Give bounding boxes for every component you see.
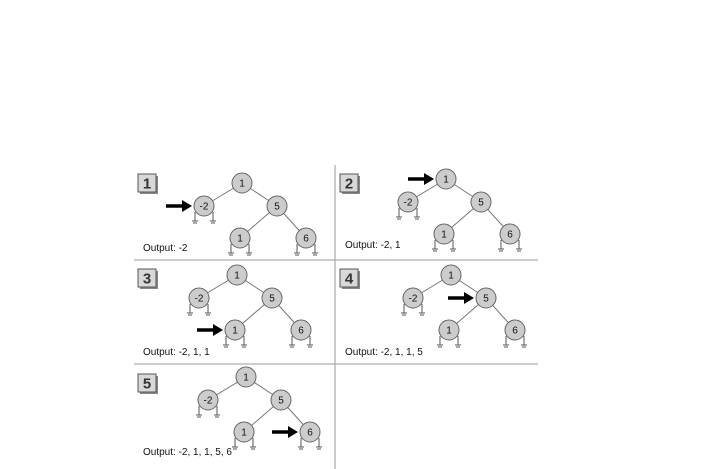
tree-node-label: 1 <box>239 179 245 190</box>
step-number-box <box>339 268 359 288</box>
tree-node-n6 <box>504 319 526 341</box>
tree-node-label: 5 <box>269 294 275 305</box>
tree-node-n5 <box>470 191 492 213</box>
tree-node-n1 <box>231 172 253 194</box>
step-number-box <box>137 173 157 193</box>
tree-node-n5 <box>266 195 288 217</box>
arrow-head <box>182 200 192 212</box>
tree-node-nm2 <box>197 389 219 411</box>
tree-node-label: 6 <box>298 326 304 337</box>
output-label: Output: -2, 1, 1 <box>143 347 210 358</box>
step-number: 2 <box>345 176 353 193</box>
output-label: Output: -2, 1, 1, 5, 6 <box>143 447 232 458</box>
arrow-head <box>213 324 223 336</box>
tree-node-label: 1 <box>446 326 452 337</box>
tree-node-n1b <box>229 227 251 249</box>
tree-node-nm2 <box>397 191 419 213</box>
tree-node-label: 1 <box>241 428 247 439</box>
tree-node-n1b <box>438 319 460 341</box>
tree-node-label: 5 <box>274 202 280 213</box>
arrow-head <box>288 426 298 438</box>
output-label: Output: -2, 1, 1, 5 <box>345 347 423 358</box>
tree-node-n1b <box>224 319 246 341</box>
tree-node-label: -2 <box>195 294 204 305</box>
tree-node-n6 <box>499 223 521 245</box>
tree-node-label: 5 <box>478 198 484 209</box>
tree-node-n5 <box>270 389 292 411</box>
output-label: Output: -2 <box>143 243 188 254</box>
tree-node-n1b <box>233 421 255 443</box>
tree-node-label: 1 <box>441 230 447 241</box>
tree-node-n1 <box>440 264 462 286</box>
tree-node-label: 5 <box>278 396 284 407</box>
tree-node-label: 6 <box>307 428 313 439</box>
step-number-box <box>137 268 157 288</box>
step-number: 5 <box>143 376 151 393</box>
step-number: 3 <box>143 271 151 288</box>
tree-node-label: -2 <box>404 198 413 209</box>
step-number: 4 <box>345 271 354 288</box>
tree-node-label: -2 <box>200 202 209 213</box>
tree-node-n1 <box>435 168 457 190</box>
tree-node-label: 6 <box>303 234 309 245</box>
tree-node-label: 6 <box>512 326 518 337</box>
tree-node-nm2 <box>188 287 210 309</box>
tree-node-label: 1 <box>234 271 240 282</box>
arrow-head <box>424 173 434 185</box>
step-number-box <box>137 373 157 393</box>
tree-node-label: 1 <box>443 175 449 186</box>
step-number-box <box>339 173 359 193</box>
tree-node-label: -2 <box>409 294 418 305</box>
tree-node-label: 1 <box>237 234 243 245</box>
tree-node-nm2 <box>402 287 424 309</box>
tree-node-label: 1 <box>232 326 238 337</box>
tree-node-label: 1 <box>448 271 454 282</box>
step-number: 1 <box>143 176 151 193</box>
tree-node-n1b <box>433 223 455 245</box>
arrow-head <box>464 292 474 304</box>
tree-node-label: 6 <box>507 230 513 241</box>
output-label: Output: -2, 1 <box>345 240 401 251</box>
tree-node-label: 1 <box>243 373 249 384</box>
tree-node-label: 5 <box>483 294 489 305</box>
tree-node-n1 <box>235 366 257 388</box>
tree-node-n1 <box>226 264 248 286</box>
tree-node-n6 <box>290 319 312 341</box>
tree-node-n6 <box>299 421 321 443</box>
tree-node-n5 <box>475 287 497 309</box>
tree-node-n6 <box>295 227 317 249</box>
tree-node-n5 <box>261 287 283 309</box>
tree-node-nm2 <box>193 195 215 217</box>
tree-node-label: -2 <box>204 396 213 407</box>
